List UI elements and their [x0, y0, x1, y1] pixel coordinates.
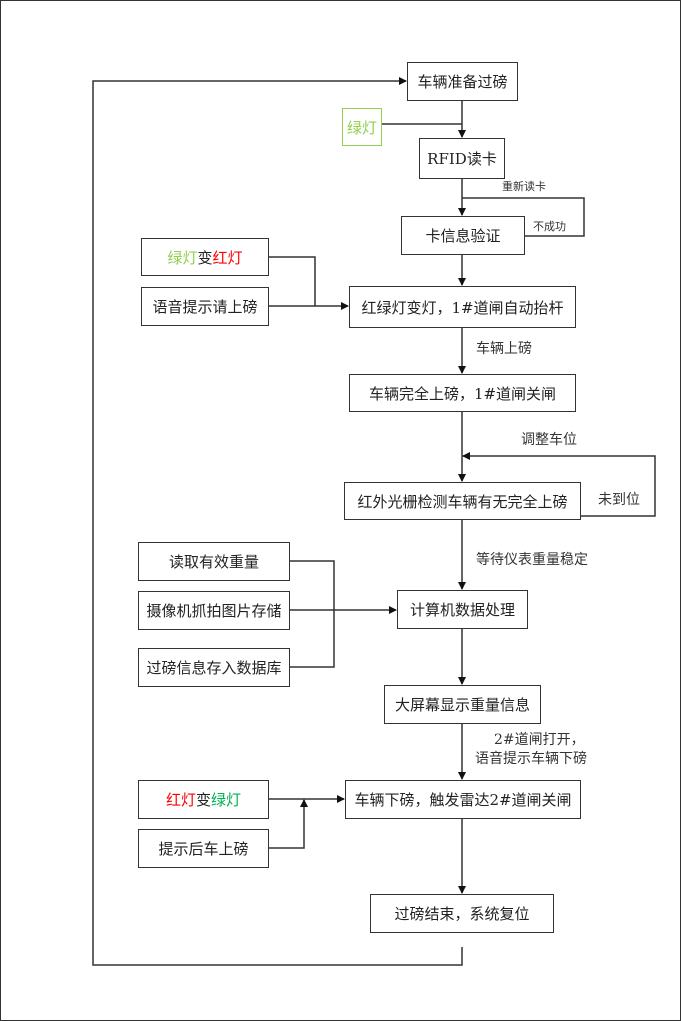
label-reread: 重新读卡 [502, 180, 546, 193]
label-adjust: 调整车位 [521, 432, 577, 448]
prompt-next-box: 提示后车上磅 [138, 829, 269, 868]
label-not-in-place: 未到位 [598, 492, 640, 508]
change-text: 变 [195, 791, 211, 809]
reread-loop [462, 197, 585, 237]
green-light-box: 绿灯 [342, 108, 382, 146]
label-fail: 不成功 [533, 220, 566, 233]
step-gate1-close: 车辆完全上磅，1#道闸关闸 [349, 374, 576, 412]
change-text: 变 [197, 248, 213, 267]
voice-prompt-on-box: 语音提示请上磅 [141, 287, 269, 326]
return-loop-line [92, 77, 463, 966]
adjust-loop [462, 452, 656, 517]
step-light-gate1-open: 红绿灯变灯，1#道闸自动抬杆 [349, 286, 576, 328]
save-db-box: 过磅信息存入数据库 [138, 648, 290, 687]
label-gate2-open: 2#道闸打开， [494, 732, 585, 748]
light-red-text: 红灯 [212, 248, 243, 267]
step-rfid-read: RFID读卡 [419, 138, 505, 179]
step-data-process: 计算机数据处理 [397, 590, 528, 629]
data-bracket [289, 560, 335, 668]
step-vehicle-off: 车辆下磅，触发雷达2#道闸关闸 [345, 780, 581, 819]
step-infrared-check: 红外光栅检测车辆有无完全上磅 [344, 482, 581, 520]
light-green-text: 绿灯 [211, 791, 242, 809]
label-vehicle-on: 车辆上磅 [476, 341, 532, 357]
light-change-green-box: 红灯变绿灯 [138, 780, 269, 819]
light-green-text: 绿灯 [167, 248, 198, 267]
label-voice-off: 语音提示车辆下磅 [475, 751, 587, 767]
light-change-red-box: 绿灯变红灯 [141, 238, 269, 276]
camera-capture-box: 摄像机抓拍图片存储 [138, 591, 290, 630]
step-big-screen: 大屏幕显示重量信息 [384, 685, 541, 724]
light-change-line [268, 256, 316, 306]
step-system-reset: 过磅结束，系统复位 [370, 894, 554, 933]
read-weight-box: 读取有效重量 [138, 542, 290, 581]
step-vehicle-ready: 车辆准备过磅 [407, 62, 518, 101]
label-wait-stable: 等待仪表重量稳定 [476, 552, 588, 568]
prompt-next-arrow [268, 799, 308, 849]
step-card-verify: 卡信息验证 [401, 216, 525, 255]
light-red-text: 红灯 [165, 791, 196, 809]
